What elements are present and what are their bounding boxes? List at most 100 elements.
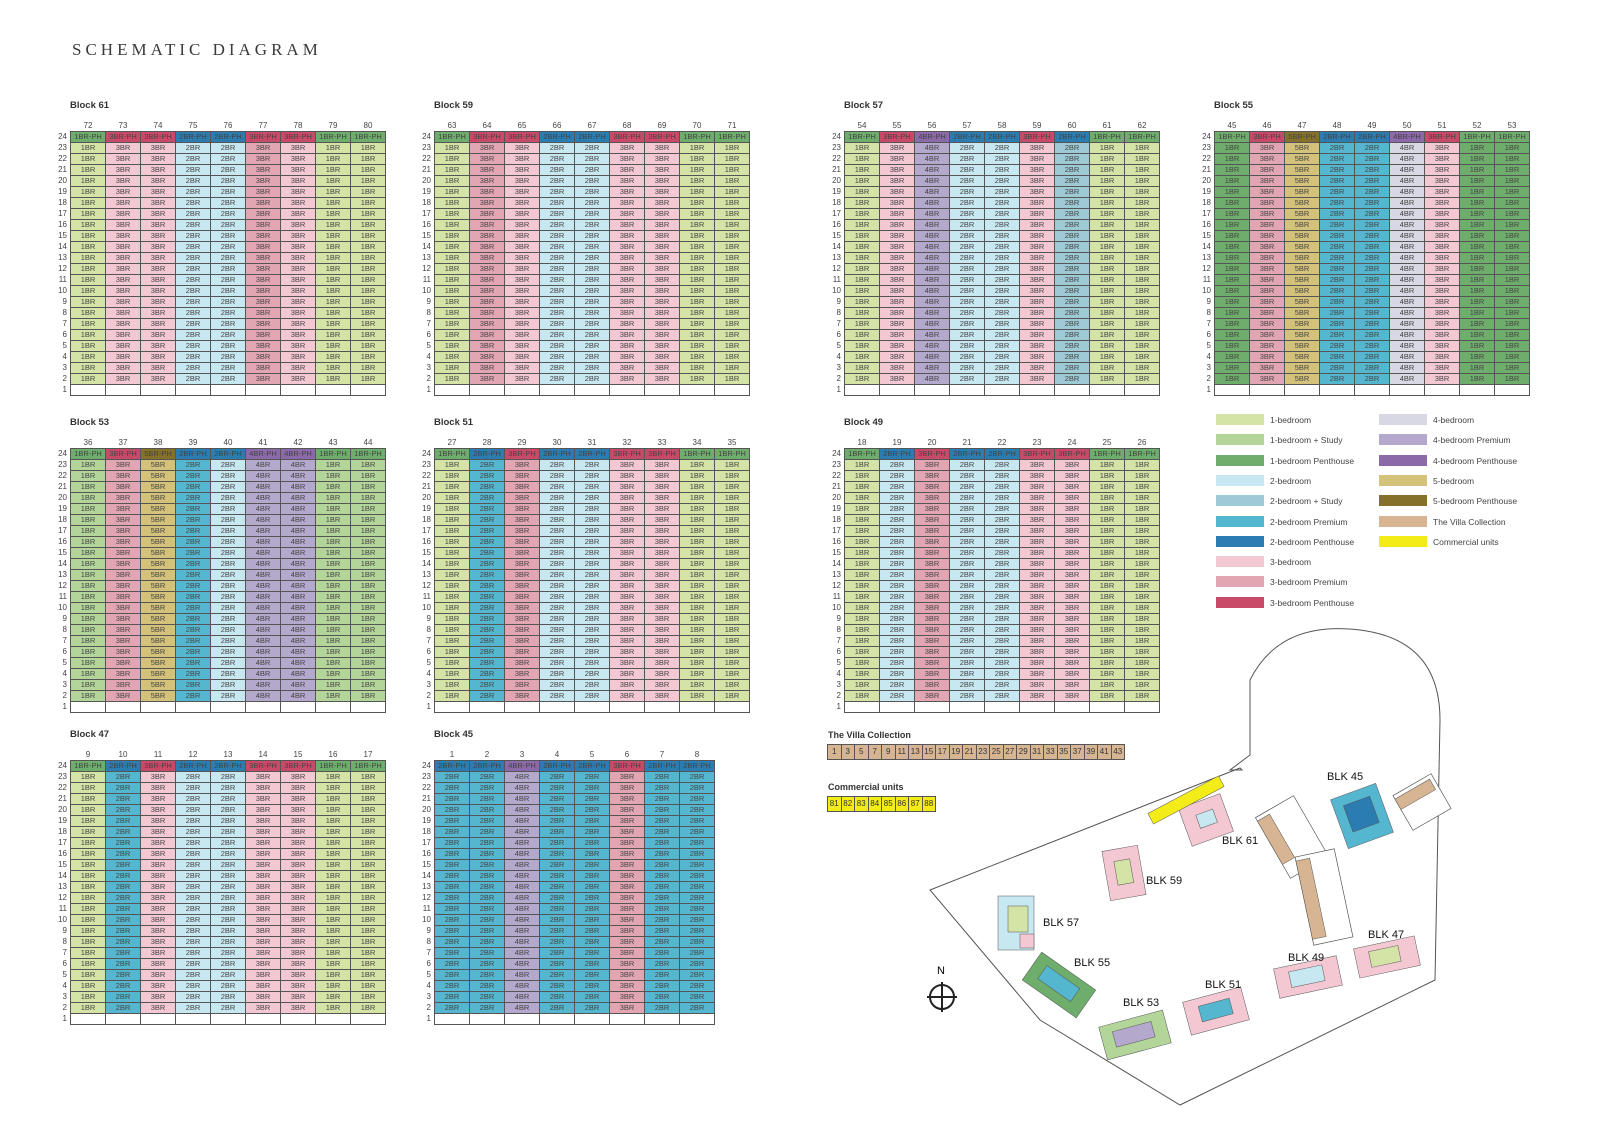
unit-cell: 2BR xyxy=(574,525,610,537)
unit-cell: 3BR xyxy=(644,153,680,165)
unit-cell: 3BR xyxy=(644,219,680,231)
unit-cell: 5BR xyxy=(140,503,176,515)
unit-cell: 2BR xyxy=(1354,351,1390,363)
unit-cell: 3BR xyxy=(280,186,316,198)
unit-cell: 3BR xyxy=(1019,285,1055,297)
unit-cell: 3BR xyxy=(504,186,540,198)
unit-cell: 4BR xyxy=(245,624,281,636)
unit-cell: 3BR xyxy=(140,274,176,286)
unit-cell: 3BR xyxy=(1424,329,1460,341)
unit-cell: 1BR xyxy=(315,459,351,471)
unit-cell: 1BR xyxy=(844,492,880,504)
unit-cell: 1BR xyxy=(350,804,386,816)
unit-cell: 1BR xyxy=(350,318,386,330)
unit-cell: 2BR xyxy=(539,903,575,915)
unit-cell: 2BR xyxy=(879,646,915,658)
unit-cell-empty xyxy=(1389,384,1425,396)
unit-cell-penthouse: 1BR-PH xyxy=(1494,131,1530,143)
unit-cell: 1BR xyxy=(434,503,470,515)
floor-label: 11 xyxy=(1202,275,1211,284)
unit-cell: 1BR xyxy=(315,580,351,592)
unit-number: 47 xyxy=(1297,121,1307,130)
unit-cell: 3BR xyxy=(1019,602,1055,614)
unit-cell: 1BR xyxy=(70,153,106,165)
unit-cell: 3BR xyxy=(644,679,680,691)
unit-cell: 2BR xyxy=(434,793,470,805)
unit-cell: 3BR xyxy=(245,881,281,893)
unit-cell: 3BR xyxy=(609,230,645,242)
unit-cell: 2BR xyxy=(1319,175,1355,187)
unit-cell: 2BR xyxy=(949,558,985,570)
unit-cell: 2BR xyxy=(539,525,575,537)
unit-cell: 1BR xyxy=(434,186,470,198)
unit-cell: 3BR xyxy=(1249,241,1285,253)
unit-cell: 4BR xyxy=(1389,340,1425,352)
unit-cell: 2BR xyxy=(574,329,610,341)
unit-cell: 1BR xyxy=(1214,175,1250,187)
unit-cell: 2BR xyxy=(1354,219,1390,231)
unit-cell-penthouse: 1BR-PH xyxy=(679,131,715,143)
unit-cell: 2BR xyxy=(574,307,610,319)
floor-label: 3 xyxy=(62,992,67,1001)
unit-cell: 1BR xyxy=(844,230,880,242)
unit-cell: 1BR xyxy=(70,690,106,702)
unit-cell: 3BR xyxy=(609,164,645,176)
unit-cell: 2BR xyxy=(984,219,1020,231)
unit-cell-empty xyxy=(504,384,540,396)
unit-cell: 5BR xyxy=(140,591,176,603)
unit-cell: 4BR xyxy=(280,569,316,581)
unit-cell: 1BR xyxy=(1214,318,1250,330)
unit-cell: 1BR xyxy=(315,624,351,636)
unit-cell: 4BR xyxy=(914,186,950,198)
unit-cell: 3BR xyxy=(245,1002,281,1014)
unit-cell: 1BR xyxy=(70,980,106,992)
unit-cell: 2BR xyxy=(210,285,246,297)
unit-cell: 3BR xyxy=(105,624,141,636)
unit-cell: 1BR xyxy=(350,958,386,970)
unit-cell-empty xyxy=(140,384,176,396)
unit-cell: 1BR xyxy=(1124,525,1160,537)
unit-cell: 4BR xyxy=(504,969,540,981)
floor-label: 5 xyxy=(836,658,841,667)
unit-cell: 1BR xyxy=(844,252,880,264)
unit-cell: 1BR xyxy=(844,514,880,526)
unit-cell: 2BR xyxy=(210,793,246,805)
unit-cell: 3BR xyxy=(469,219,505,231)
floor-label: 22 xyxy=(1202,154,1211,163)
unit-cell: 1BR xyxy=(1124,307,1160,319)
unit-cell: 2BR xyxy=(574,947,610,959)
unit-cell: 2BR xyxy=(574,492,610,504)
unit-cell: 3BR xyxy=(105,602,141,614)
unit-cell: 3BR xyxy=(280,318,316,330)
unit-cell: 2BR xyxy=(949,459,985,471)
unit-cell: 2BR xyxy=(210,646,246,658)
unit-cell: 1BR xyxy=(350,175,386,187)
unit-cell: 2BR xyxy=(175,771,211,783)
unit-cell: 2BR xyxy=(469,503,505,515)
unit-cell: 1BR xyxy=(70,991,106,1003)
unit-cell: 4BR xyxy=(914,230,950,242)
unit-cell: 2BR xyxy=(175,848,211,860)
unit-cell: 2BR xyxy=(175,881,211,893)
unit-cell: 1BR xyxy=(350,679,386,691)
unit-cell: 3BR xyxy=(879,307,915,319)
unit-cell: 3BR xyxy=(1019,274,1055,286)
unit-cell: 4BR xyxy=(914,219,950,231)
floor-label: 4 xyxy=(62,981,67,990)
unit-cell: 1BR xyxy=(70,591,106,603)
unit-cell: 2BR xyxy=(574,263,610,275)
unit-cell: 2BR xyxy=(949,492,985,504)
floor-label: 1 xyxy=(426,385,431,394)
unit-cell: 3BR xyxy=(609,859,645,871)
unit-cell: 2BR xyxy=(175,991,211,1003)
unit-cell: 3BR xyxy=(504,569,540,581)
unit-cell: 2BR xyxy=(175,219,211,231)
unit-cell: 2BR xyxy=(644,870,680,882)
unit-cell-empty xyxy=(1354,384,1390,396)
